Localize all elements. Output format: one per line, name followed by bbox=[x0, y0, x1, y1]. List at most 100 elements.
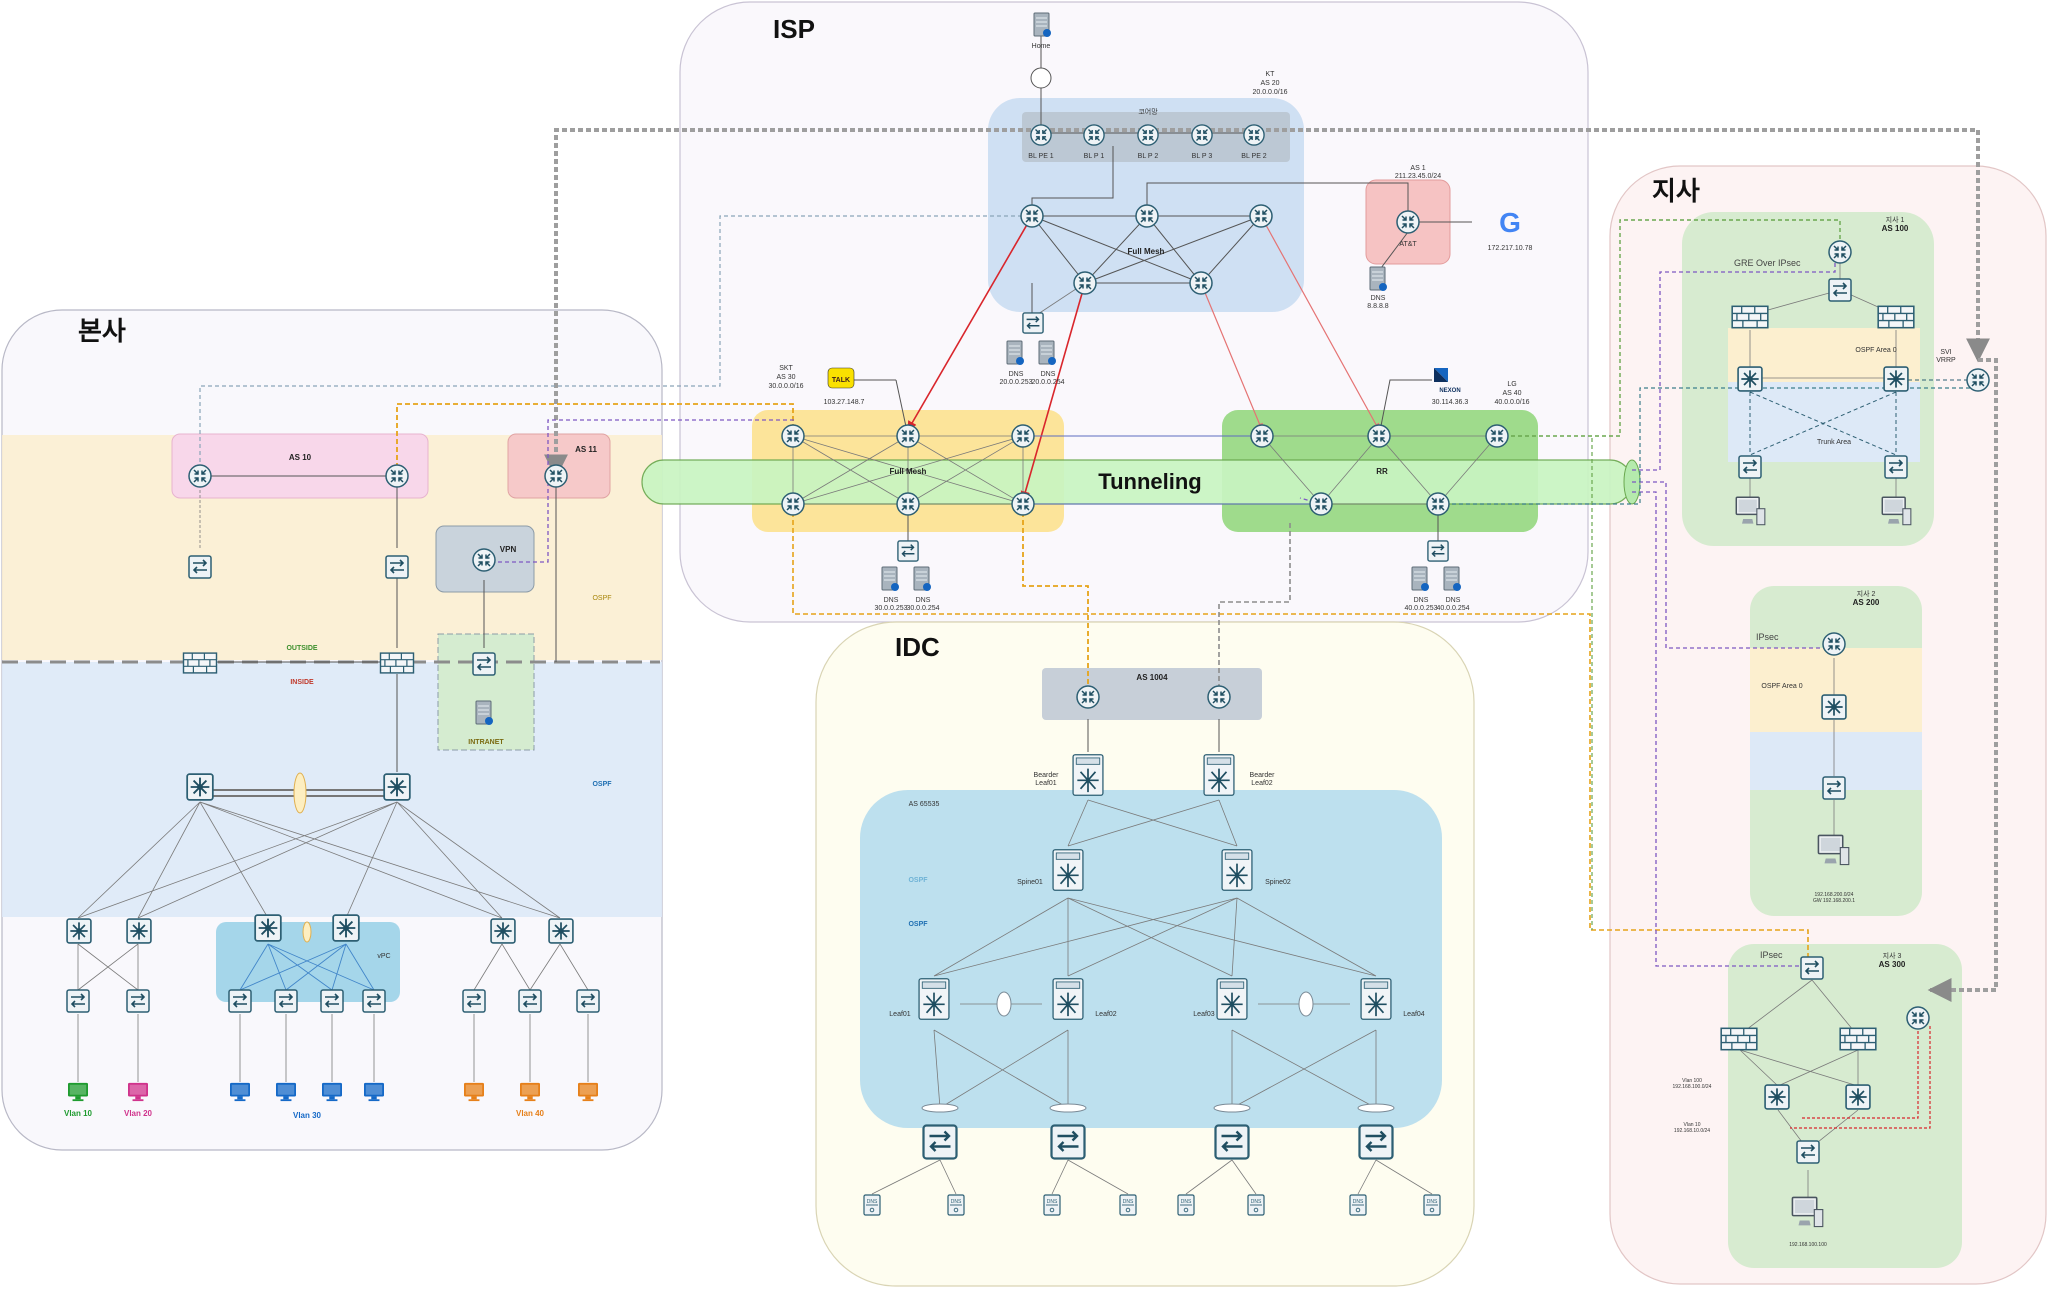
hq-access-switch-icon[interactable] bbox=[320, 989, 344, 1013]
lg2-router-icon[interactable] bbox=[1367, 424, 1391, 448]
branch2-l3-switch-icon[interactable] bbox=[1821, 694, 1847, 720]
skt2-router-icon[interactable] bbox=[896, 424, 920, 448]
idc-dns-server-icon[interactable] bbox=[947, 1194, 965, 1216]
branch3-router-icon[interactable] bbox=[1906, 1006, 1930, 1030]
hq-core2-switch-icon[interactable] bbox=[383, 773, 411, 801]
idc-dns-server-icon[interactable] bbox=[1423, 1194, 1441, 1216]
idc-access-switch-icon[interactable] bbox=[1214, 1124, 1250, 1160]
branch1-firewall2-icon[interactable] bbox=[1877, 305, 1915, 329]
hq-access-switch-icon[interactable] bbox=[576, 989, 600, 1013]
home-router-icon[interactable] bbox=[1030, 67, 1052, 89]
lg-dns-switch-icon[interactable] bbox=[1427, 540, 1449, 562]
idc-edge1-router-icon[interactable] bbox=[1076, 685, 1100, 709]
kt3-router-icon[interactable] bbox=[1249, 204, 1273, 228]
skt4-router-icon[interactable] bbox=[781, 492, 805, 516]
branch2-router-icon[interactable] bbox=[1822, 632, 1846, 656]
branch3-core-switch-icon[interactable] bbox=[1800, 956, 1824, 980]
hq-edge1-router-icon[interactable] bbox=[188, 464, 212, 488]
branch3-firewall2-icon[interactable] bbox=[1839, 1027, 1877, 1051]
kt-core-router-icon[interactable] bbox=[1083, 124, 1105, 146]
idc-dns-server-icon[interactable] bbox=[1043, 1194, 1061, 1216]
idc-spine1-icon[interactable] bbox=[1052, 848, 1084, 892]
skt6-router-icon[interactable] bbox=[1011, 492, 1035, 516]
hq-core1-switch-icon[interactable] bbox=[186, 773, 214, 801]
skt-dns2-server-icon[interactable] bbox=[913, 566, 932, 592]
branch1-core-switch-icon[interactable] bbox=[1828, 278, 1852, 302]
branch3-dist1-switch-icon[interactable] bbox=[1764, 1084, 1790, 1110]
hq-dist5-switch-icon[interactable] bbox=[490, 918, 516, 944]
hq-access-switch-icon[interactable] bbox=[362, 989, 386, 1013]
hq-intranet-server-icon[interactable] bbox=[475, 700, 494, 726]
lg3-router-icon[interactable] bbox=[1485, 424, 1509, 448]
hq-access-switch-icon[interactable] bbox=[126, 989, 150, 1013]
idc-dns-server-icon[interactable] bbox=[1119, 1194, 1137, 1216]
idc-dns-server-icon[interactable] bbox=[1177, 1194, 1195, 1216]
hq-as11-router-icon[interactable] bbox=[544, 464, 568, 488]
branch3-access-switch-icon[interactable] bbox=[1796, 1140, 1820, 1164]
idc-access-switch-icon[interactable] bbox=[1050, 1124, 1086, 1160]
idc-leaf4-icon[interactable] bbox=[1360, 977, 1392, 1021]
kt-dns2-server-icon[interactable] bbox=[1038, 340, 1057, 366]
hq-outside-switch2-icon[interactable] bbox=[385, 555, 409, 579]
kt1-router-icon[interactable] bbox=[1020, 204, 1044, 228]
idc-access-switch-icon[interactable] bbox=[1358, 1124, 1394, 1160]
branch3-firewall1-icon[interactable] bbox=[1720, 1027, 1758, 1051]
branch1-firewall1-icon[interactable] bbox=[1731, 305, 1769, 329]
hq-firewall1-icon[interactable] bbox=[182, 652, 218, 674]
kt-core-router-icon[interactable] bbox=[1243, 124, 1265, 146]
branch1-dist2-switch-icon[interactable] bbox=[1883, 366, 1909, 392]
idc-access-switch-icon[interactable] bbox=[922, 1124, 958, 1160]
hq-access-switch-icon[interactable] bbox=[228, 989, 252, 1013]
idc-dns-server-icon[interactable] bbox=[863, 1194, 881, 1216]
kt-dns1-server-icon[interactable] bbox=[1006, 340, 1025, 366]
idc-dns-server-icon[interactable] bbox=[1349, 1194, 1367, 1216]
hq-firewall2-icon[interactable] bbox=[379, 652, 415, 674]
idc-edge2-router-icon[interactable] bbox=[1207, 685, 1231, 709]
skt3-router-icon[interactable] bbox=[1011, 424, 1035, 448]
skt-dns-switch-icon[interactable] bbox=[897, 540, 919, 562]
kt2-router-icon[interactable] bbox=[1135, 204, 1159, 228]
branch1-access1-switch-icon[interactable] bbox=[1738, 455, 1762, 479]
idc-leaf2-icon[interactable] bbox=[1052, 977, 1084, 1021]
hq-access-switch-icon[interactable] bbox=[462, 989, 486, 1013]
hq-intranet-switch-icon[interactable] bbox=[472, 652, 496, 676]
idc-border-leaf1-icon[interactable] bbox=[1072, 753, 1104, 797]
att-dns-server-icon[interactable] bbox=[1369, 266, 1388, 292]
branch2-access-switch-icon[interactable] bbox=[1822, 776, 1846, 800]
branch3-dist2-switch-icon[interactable] bbox=[1845, 1084, 1871, 1110]
kt4-router-icon[interactable] bbox=[1073, 271, 1097, 295]
idc-spine2-icon[interactable] bbox=[1221, 848, 1253, 892]
hq-edge2-router-icon[interactable] bbox=[385, 464, 409, 488]
hq-access-switch-icon[interactable] bbox=[66, 989, 90, 1013]
branch1-svi-router-icon[interactable] bbox=[1966, 368, 1990, 392]
idc-dns-server-icon[interactable] bbox=[1247, 1194, 1265, 1216]
lg5-router-icon[interactable] bbox=[1426, 492, 1450, 516]
att-router-icon[interactable] bbox=[1396, 210, 1420, 234]
hq-dist2-switch-icon[interactable] bbox=[126, 918, 152, 944]
skt-dns1-server-icon[interactable] bbox=[881, 566, 900, 592]
hq-access-switch-icon[interactable] bbox=[518, 989, 542, 1013]
kt-core-router-icon[interactable] bbox=[1137, 124, 1159, 146]
branch1-access2-switch-icon[interactable] bbox=[1884, 455, 1908, 479]
skt5-router-icon[interactable] bbox=[896, 492, 920, 516]
skt1-router-icon[interactable] bbox=[781, 424, 805, 448]
kt-core-router-icon[interactable] bbox=[1191, 124, 1213, 146]
hq-dist6-switch-icon[interactable] bbox=[548, 918, 574, 944]
branch1-router-icon[interactable] bbox=[1828, 240, 1852, 264]
hq-dist1-switch-icon[interactable] bbox=[66, 918, 92, 944]
kt-dns-switch-icon[interactable] bbox=[1022, 312, 1044, 334]
branch1-dist1-switch-icon[interactable] bbox=[1737, 366, 1763, 392]
lg-dns2-server-icon[interactable] bbox=[1443, 566, 1462, 592]
lg4-router-icon[interactable] bbox=[1309, 492, 1333, 516]
kt5-router-icon[interactable] bbox=[1189, 271, 1213, 295]
hq-outside-switch1-icon[interactable] bbox=[188, 555, 212, 579]
lg-dns1-server-icon[interactable] bbox=[1411, 566, 1430, 592]
idc-border-leaf2-icon[interactable] bbox=[1203, 753, 1235, 797]
kt-core-router-icon[interactable] bbox=[1030, 124, 1052, 146]
idc-leaf1-icon[interactable] bbox=[918, 977, 950, 1021]
home-server-icon[interactable] bbox=[1033, 12, 1052, 38]
hq-access-switch-icon[interactable] bbox=[274, 989, 298, 1013]
lg1-router-icon[interactable] bbox=[1250, 424, 1274, 448]
hq-dist3-switch-icon[interactable] bbox=[254, 914, 282, 942]
idc-leaf3-icon[interactable] bbox=[1216, 977, 1248, 1021]
